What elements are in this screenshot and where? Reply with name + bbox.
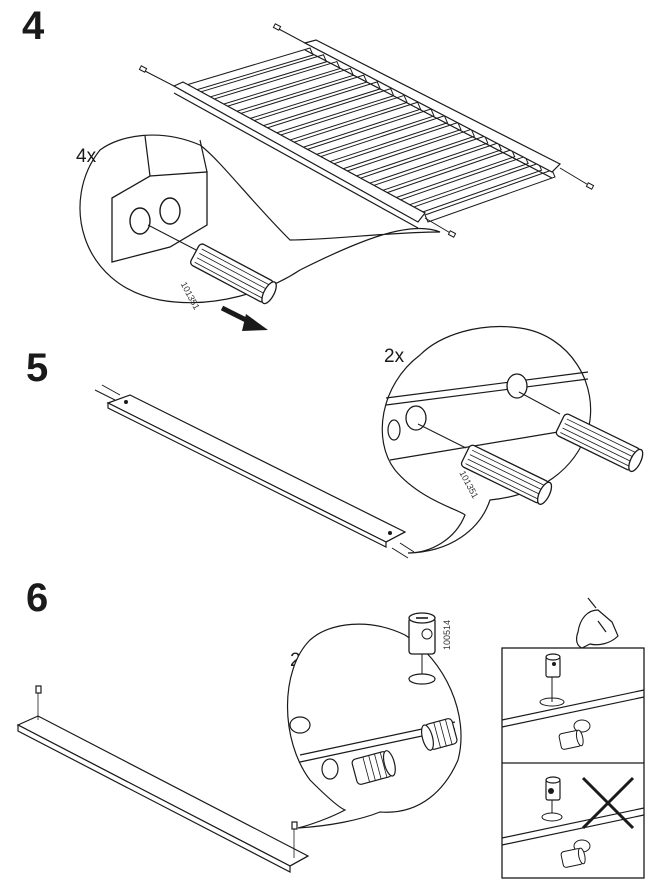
orientation-check-panel-icon xyxy=(501,597,645,879)
dowel-insertion-detail-icon: 101351 xyxy=(79,134,441,311)
step-4-number: 4 xyxy=(22,4,45,48)
rail-board-icon xyxy=(16,685,310,873)
slatted-panel-icon xyxy=(138,23,595,238)
push-arrow-icon xyxy=(220,305,268,331)
step-5-quantity: 2x xyxy=(384,346,405,367)
part-code-label: 100514 xyxy=(442,620,452,650)
step-5-number: 5 xyxy=(26,346,49,390)
rail-board-icon xyxy=(94,384,415,559)
step-4-quantity: 4x xyxy=(76,146,97,167)
dowel-insertion-detail-icon: 101351 xyxy=(381,325,644,554)
step-6-number: 6 xyxy=(26,576,49,620)
pointing-hand-icon xyxy=(576,597,619,649)
cam-nut-detail-icon: 100514 xyxy=(287,612,462,829)
incorrect-x-icon xyxy=(581,776,635,830)
